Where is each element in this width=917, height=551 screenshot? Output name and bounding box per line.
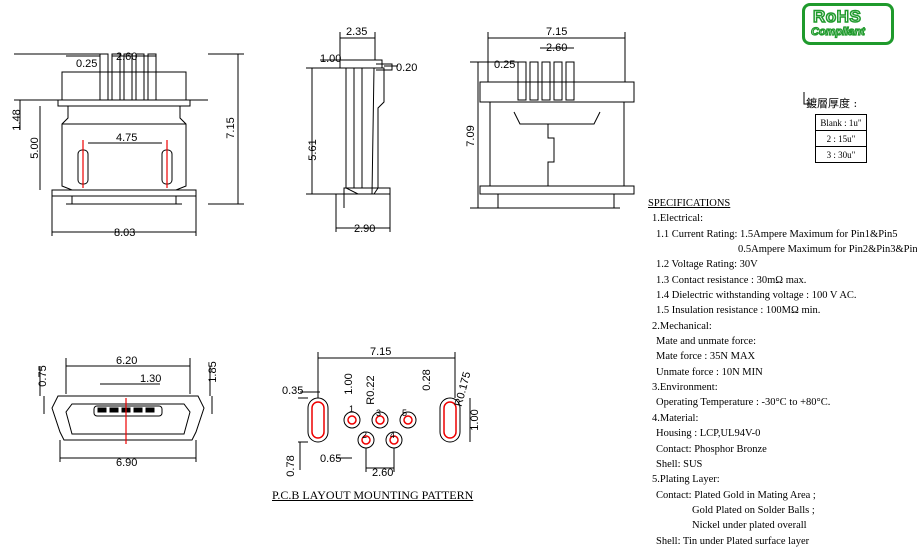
spec-line: 1.5 Insulation resistance : 100MΩ min.	[656, 305, 821, 317]
spec-line: 2.Mechanical:	[652, 320, 712, 332]
spec-line: 1.4 Dielectric withstanding voltage : 10…	[656, 290, 857, 302]
dim-pcb-100a: 1.00	[343, 373, 355, 394]
dim-back-715: 7.15	[546, 26, 567, 38]
specifications-list: 1.Electrical: 1.1 Current Rating: 1.5Ampe…	[648, 211, 917, 549]
dim-front-715: 7.15	[225, 117, 237, 138]
spec-line: 0.5Ampere Maximum for Pin2&Pin3&Pin4	[738, 244, 917, 256]
spec-line: Shell: Tin under Plated surface layer	[656, 535, 810, 547]
dim-pcb-035: 0.35	[282, 385, 303, 397]
spec-line: 1.2 Voltage Rating: 30V	[656, 259, 758, 271]
pad-label-4: 4	[390, 430, 395, 440]
rohs-compliant-text: Compliant	[810, 25, 865, 38]
dim-pcb-100b: 1.00	[469, 409, 481, 430]
dim-pcb-r022: R0.22	[365, 375, 377, 404]
dim-side-100: 1.00	[320, 53, 341, 65]
dim-plug-075: 0.75	[37, 365, 49, 386]
dim-pcb-715: 7.15	[370, 346, 391, 358]
pad-label-1: 1	[349, 404, 354, 414]
dim-side-020: 0.20	[396, 62, 417, 74]
spec-line: Mate force : 35N MAX	[656, 351, 756, 363]
dim-pcb-260: 2.60	[372, 467, 393, 479]
dim-plug-185: 1.85	[207, 361, 219, 382]
spec-line: Housing : LCP,UL94V-0	[656, 428, 761, 440]
rohs-compliant-logo: RoHS Compliant	[802, 3, 894, 45]
plug-front-view	[39, 358, 213, 462]
dim-plug-620: 6.20	[116, 355, 137, 367]
dim-front-500: 5.00	[29, 137, 41, 158]
dim-side-290: 2.90	[354, 223, 375, 235]
plating-row: 2 : 15u"	[815, 130, 867, 147]
spec-line: Shell: SUS	[656, 458, 703, 470]
spec-line: 5.Plating Layer:	[652, 474, 720, 486]
plating-thickness-label: 鍍層厚度 :	[806, 97, 858, 110]
spec-line: Mate and unmate force:	[656, 336, 756, 348]
spec-line: Operating Temperature : -30°C to +80°C.	[656, 397, 831, 409]
spec-line: Gold Plated on Solder Balls ;	[692, 504, 815, 516]
dim-plug-130: 1.30	[140, 373, 161, 385]
pcb-layout-title: P.C.B LAYOUT MOUNTING PATTERN	[272, 488, 474, 502]
pad-label-2: 2	[362, 430, 367, 440]
spec-line: 4.Material:	[652, 412, 699, 424]
specifications-title: SPECIFICATIONS	[648, 198, 731, 209]
spec-line: 1.Electrical:	[652, 213, 704, 225]
front-view	[14, 53, 244, 236]
dim-side-561: 5.61	[307, 139, 319, 160]
spec-line: Contact: Phosphor Bronze	[656, 443, 767, 455]
dim-back-709: 7.09	[465, 125, 477, 146]
specifications-block: SPECIFICATIONS 1.Electrical: 1.1 Current …	[648, 196, 917, 549]
dim-back-025: 0.25	[494, 59, 515, 71]
pad-label-5: 5	[402, 408, 407, 418]
dim-front-025: 0.25	[76, 58, 97, 70]
pcb-pad-outlines	[311, 401, 457, 445]
spec-line: 3.Environment:	[652, 382, 718, 394]
dim-front-475: 4.75	[116, 132, 137, 144]
dim-front-803: 8.03	[114, 227, 135, 239]
dim-front-148: 1.48	[11, 109, 23, 130]
dim-pcb-078: 0.78	[285, 455, 297, 476]
dim-front-260: 2.60	[116, 51, 137, 63]
dim-plug-690: 6.90	[116, 457, 137, 469]
front-view-centerlines	[82, 140, 168, 188]
spec-line: 1.1 Current Rating: 1.5Ampere Maximum fo…	[656, 228, 898, 240]
plating-row: Blank : 1u"	[815, 114, 867, 131]
spec-line: 1.3 Contact resistance : 30mΩ max.	[656, 274, 807, 286]
spec-line: Nickel under plated overall	[692, 520, 807, 532]
rohs-text: RoHS	[812, 6, 862, 27]
dim-pcb-065: 0.65	[320, 453, 341, 465]
dim-back-260: 2.60	[546, 42, 567, 54]
back-view	[470, 32, 635, 209]
pcb-layout	[298, 352, 471, 472]
dim-pcb-028: 0.28	[421, 369, 433, 390]
dim-side-235: 2.35	[346, 26, 367, 38]
plating-leader	[803, 92, 812, 105]
plating-thickness-table: Blank : 1u" 2 : 15u" 3 : 30u"	[815, 114, 867, 163]
spec-line: Unmate force : 10N MIN	[656, 366, 763, 378]
side-view	[306, 32, 398, 232]
pad-label-3: 3	[376, 408, 381, 418]
spec-line: Contact: Plated Gold in Mating Area ;	[656, 489, 816, 501]
plating-row: 3 : 30u"	[815, 146, 867, 163]
